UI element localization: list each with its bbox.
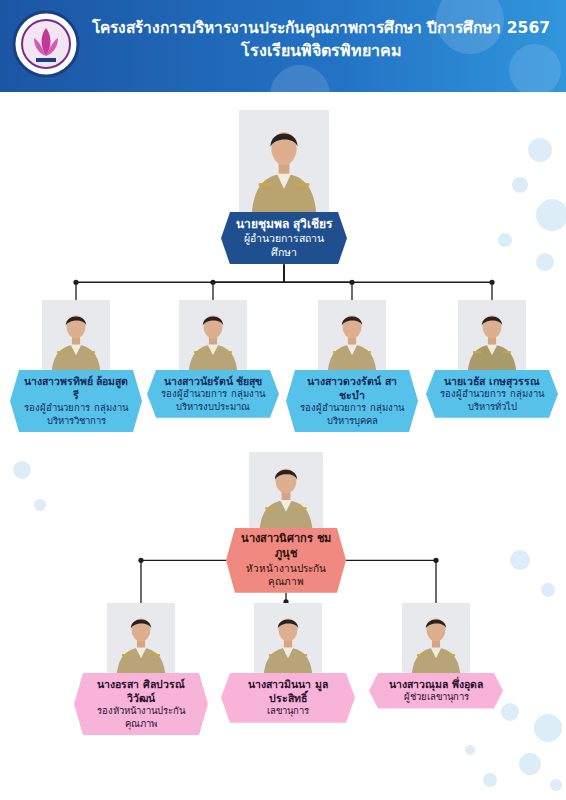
person-name: นางสาวมินนา มูลประสิทธิ์ (234, 677, 342, 705)
org-connector (76, 264, 284, 300)
portrait-figure (249, 452, 323, 532)
person-box: นางสาวนิศากร ชมภูนุชหัวหน้างานประกันคุณภ… (226, 452, 346, 593)
position-title: รองผู้อำนวยการ กลุ่มงานบริหารทั่วไป (439, 388, 545, 413)
person-name: นายชุมพล สุวิเชียร (234, 216, 334, 232)
background-dots (13, 138, 566, 791)
junction-dot (210, 280, 215, 285)
portrait-figure (179, 300, 247, 374)
person-box: นายเวธัส เกษสุวรรณรองผู้อำนวยการ กลุ่มงา… (426, 300, 558, 418)
portrait-figure (318, 300, 386, 374)
name-plate: นางสาวพรทิพย์ ล้อมสูตรีรองผู้อำนวยการ กล… (10, 370, 142, 432)
title-block: โครงสร้างการบริหารงานประกันคุณภาพการศึกษ… (84, 18, 558, 62)
person-photo (458, 300, 526, 374)
junction-dot (433, 558, 438, 563)
person-box: นายชุมพล สุวิเชียรผู้อำนวยการสถานศึกษา (221, 110, 347, 264)
portrait-figure (254, 603, 322, 677)
name-plate: นายเวธัส เกษสุวรรณรองผู้อำนวยการ กลุ่มงา… (426, 370, 558, 418)
portrait-figure (42, 300, 110, 374)
school-name: โรงเรียนพิจิตรพิทยาคม (84, 40, 558, 62)
person-box: นางสาวดวงรัตน์ สาชะบำรองผู้อำนวยการ กลุ่… (286, 300, 418, 432)
name-plate: นางสาวนิศากร ชมภูนุชหัวหน้างานประกันคุณภ… (226, 528, 346, 593)
position-title: รองผู้อำนวยการ กลุ่มงานบริหารวิชาการ (23, 402, 129, 427)
person-photo (318, 300, 386, 374)
position-title: รองผู้อำนวยการ กลุ่มงานบริหารงบประมาณ (160, 388, 266, 413)
school-logo (14, 12, 78, 76)
person-name: นางสาวณุมล พึ่งอุดล (382, 677, 490, 691)
position-title: เลขานุการ (234, 705, 342, 717)
position-title: ผู้อำนวยการสถานศึกษา (234, 232, 334, 259)
org-connector (213, 264, 284, 300)
position-title: รองผู้อำนวยการ กลุ่มงานบริหารบุคคล (299, 402, 405, 427)
org-connector (346, 560, 436, 603)
portrait-figure (402, 603, 470, 677)
junction-dot (73, 280, 78, 285)
name-plate: นางสาวมินนา มูลประสิทธิ์เลขานุการ (221, 673, 355, 723)
person-box: นางสาวณุมล พึ่งอุดลผู้ช่วยเลขานุการ (369, 603, 503, 709)
person-name: นางสาวนัยรัตน์ ชัยสุข (160, 374, 266, 388)
person-photo (402, 603, 470, 677)
person-photo (107, 603, 175, 677)
name-plate: นางอรสา ศิลปวรณ์วิวัฒน์รองหัวหน้างานประก… (74, 673, 208, 735)
person-photo (254, 603, 322, 677)
portrait-figure (107, 603, 175, 677)
person-name: นางสาวพรทิพย์ ล้อมสูตรี (23, 374, 129, 402)
person-name: นางสาวดวงรัตน์ สาชะบำ (299, 374, 405, 402)
person-box: นางสาวพรทิพย์ ล้อมสูตรีรองผู้อำนวยการ กล… (10, 300, 142, 432)
person-name: นายเวธัส เกษสุวรรณ (439, 374, 545, 388)
person-name: นางสาวนิศากร ชมภูนุช (239, 532, 333, 562)
person-photo (42, 300, 110, 374)
name-plate: นางสาวณุมล พึ่งอุดลผู้ช่วยเลขานุการ (369, 673, 503, 709)
portrait-figure (458, 300, 526, 374)
org-connector (141, 560, 226, 603)
person-photo (249, 452, 323, 532)
person-box: นางสาวมินนา มูลประสิทธิ์เลขานุการ (221, 603, 355, 723)
name-plate: นางสาวดวงรัตน์ สาชะบำรองผู้อำนวยการ กลุ่… (286, 370, 418, 432)
junction-dot (138, 558, 143, 563)
portrait-figure (239, 110, 329, 216)
position-title: รองหัวหน้างานประกันคุณภาพ (87, 705, 195, 730)
position-title: ผู้ช่วยเลขานุการ (382, 691, 490, 703)
person-photo (239, 110, 329, 216)
person-box: นางสาวนัยรัตน์ ชัยสุขรองผู้อำนวยการ กลุ่… (147, 300, 279, 418)
person-name: นางอรสา ศิลปวรณ์วิวัฒน์ (87, 677, 195, 705)
org-connector (284, 264, 492, 300)
chart-title: โครงสร้างการบริหารงานประกันคุณภาพการศึกษ… (84, 18, 558, 40)
person-photo (179, 300, 247, 374)
person-box: นางอรสา ศิลปวรณ์วิวัฒน์รองหัวหน้างานประก… (74, 603, 208, 735)
name-plate: นายชุมพล สุวิเชียรผู้อำนวยการสถานศึกษา (221, 212, 347, 264)
name-plate: นางสาวนัยรัตน์ ชัยสุขรองผู้อำนวยการ กลุ่… (147, 370, 279, 418)
junction-dot (349, 280, 354, 285)
junction-dot (489, 280, 494, 285)
position-title: หัวหน้างานประกันคุณภาพ (239, 562, 333, 588)
header-bubbles (270, 0, 561, 125)
